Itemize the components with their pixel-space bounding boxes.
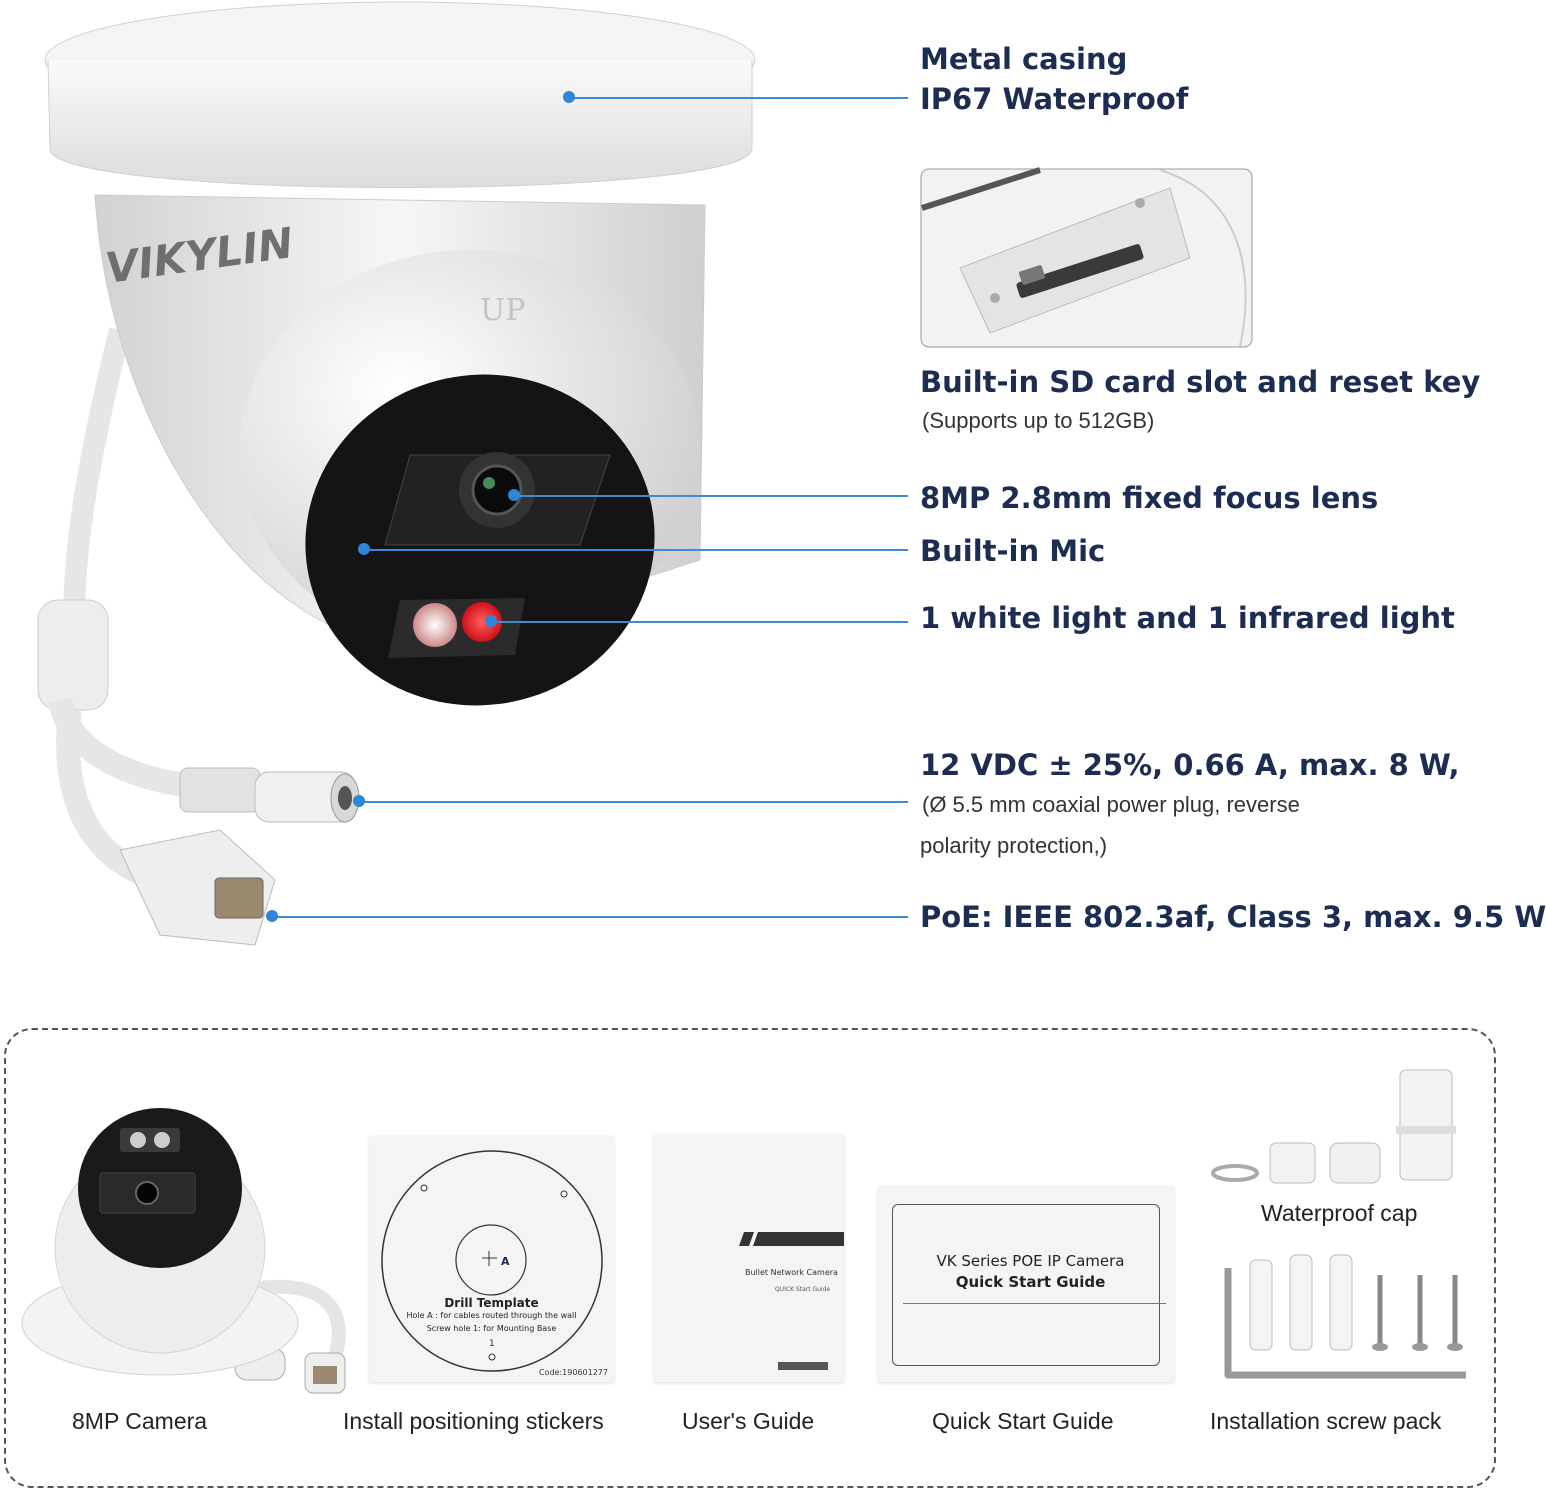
sticker-code: Code:190601277 <box>539 1368 608 1377</box>
screw-pack-image <box>1224 1254 1466 1379</box>
users-guide-booklet: Bullet Network Camera QUICK Start Guide <box>654 1134 844 1382</box>
quick-guide-line-2: Quick Start Guide <box>955 1273 1106 1291</box>
label-positioning-stickers: Install positioning stickers <box>343 1408 604 1434</box>
feature-ip67: IP67 Waterproof <box>920 82 1189 116</box>
callout-dot-lens <box>508 489 520 501</box>
label-quick-start-guide: Quick Start Guide <box>932 1408 1114 1434</box>
feature-lens: 8MP 2.8mm fixed focus lens <box>920 481 1379 515</box>
feature-poe: PoE: IEEE 802.3af, Class 3, max. 9.5 W <box>920 900 1546 934</box>
callout-line-mic <box>365 549 908 551</box>
users-guide-line-2: QUICK Start Guide <box>775 1286 831 1293</box>
users-guide-line-1: Bullet Network Camera <box>745 1268 838 1277</box>
callout-dot-metal <box>563 91 575 103</box>
callout-dot-power <box>353 795 365 807</box>
feature-mic: Built-in Mic <box>920 534 1106 568</box>
callout-line-lights <box>492 621 908 623</box>
feature-sd-card: Built-in SD card slot and reset key <box>920 365 1481 399</box>
feature-lights: 1 white light and 1 infrared light <box>920 601 1455 635</box>
sd-card-inset-image <box>920 167 1253 348</box>
sticker-mark-a: A <box>501 1255 510 1268</box>
feature-power-note-2: polarity protection,) <box>920 833 1108 858</box>
callout-line-lens <box>515 495 908 497</box>
feature-power: 12 VDC ± 25%, 0.66 A, max. 8 W, <box>920 748 1460 782</box>
feature-power-note-1: (Ø 5.5 mm coaxial power plug, reverse <box>922 792 1300 817</box>
waterproof-cap-image <box>1211 1069 1456 1184</box>
feature-metal-casing: Metal casing <box>920 42 1128 76</box>
label-8mp-camera: 8MP Camera <box>72 1408 208 1434</box>
package-contents-box <box>4 1028 1496 1488</box>
package-camera-image <box>21 1108 346 1394</box>
callout-line-metal <box>570 97 908 99</box>
label-users-guide: User's Guide <box>682 1408 815 1434</box>
callout-dot-lights <box>485 615 497 627</box>
sticker-line-1: Hole A : for cables routed through the w… <box>406 1311 577 1320</box>
quick-start-guide-booklet: VK Series POE IP Camera Quick Start Guid… <box>878 1186 1174 1382</box>
label-screw-pack: Installation screw pack <box>1210 1408 1442 1434</box>
sticker-line-2: Screw hole 1: for Mounting Base <box>426 1324 557 1333</box>
callout-line-poe <box>273 916 908 918</box>
positioning-sticker: A 1 Drill Template Hole A : for cables r… <box>369 1136 614 1382</box>
callout-line-power <box>360 801 908 803</box>
sticker-title: Drill Template <box>444 1296 539 1310</box>
sticker-mark-1: 1 <box>489 1339 495 1349</box>
callout-dot-poe <box>266 910 278 922</box>
up-mark: UP <box>480 293 525 328</box>
callout-dot-mic <box>358 543 370 555</box>
quick-guide-line-1: VK Series POE IP Camera <box>936 1252 1125 1270</box>
feature-sd-note: (Supports up to 512GB) <box>922 408 1155 433</box>
waterproof-cap-label: Waterproof cap <box>1261 1200 1418 1226</box>
